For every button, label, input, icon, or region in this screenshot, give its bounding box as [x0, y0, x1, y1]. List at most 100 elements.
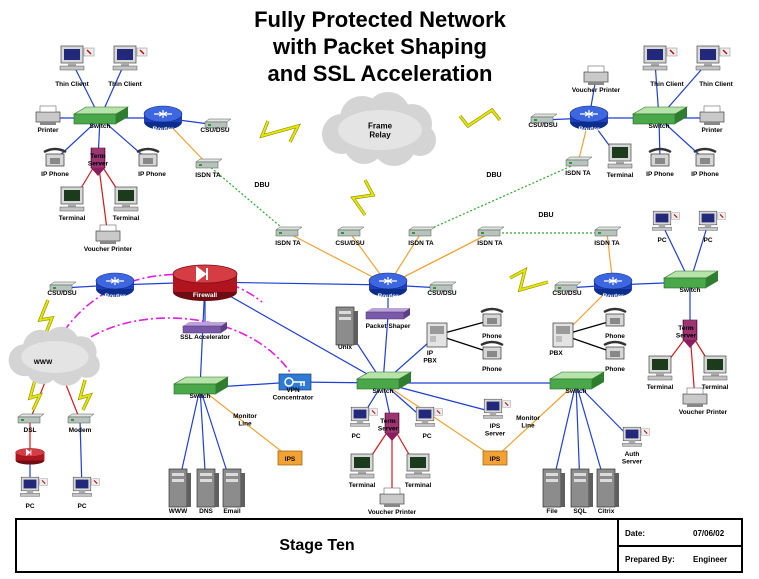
dbu-label: DBU	[486, 172, 501, 179]
node-isdn-m3[interactable]: ISDN TA	[477, 226, 505, 247]
node-label: IP	[427, 350, 434, 357]
node-vp-r[interactable]: Voucher Printer	[679, 387, 728, 416]
node-pc-r1[interactable]: PC	[652, 210, 680, 244]
node-ipphone2[interactable]: IP Phone	[136, 147, 166, 178]
node-phone-r1[interactable]: Phone	[603, 307, 627, 340]
node-sw-tl[interactable]: Switch	[72, 106, 130, 130]
node-ssl[interactable]: SSL Accelerator	[180, 322, 230, 341]
node-printer-tl[interactable]: Printer	[35, 105, 61, 134]
node-router-l[interactable]: Router	[95, 272, 135, 300]
node-router-c[interactable]: Router	[368, 272, 408, 300]
node-srv-dns[interactable]: DNS	[196, 468, 219, 515]
node-isdn-m1[interactable]: ISDN TA	[275, 226, 303, 247]
node-ipphone4[interactable]: IP Phone	[691, 147, 719, 178]
node-term2[interactable]: Terminal	[113, 186, 140, 222]
link-isdn_m1-router_c	[287, 232, 389, 286]
node-term-r2[interactable]: Terminal	[702, 355, 729, 391]
node-tc3[interactable]: Thin Client	[642, 45, 685, 88]
node-term-tr[interactable]: Terminal	[607, 143, 634, 179]
node-vp-tl[interactable]: Voucher Printer	[84, 224, 133, 253]
node-pc-c2[interactable]: PC	[415, 406, 443, 440]
node-unix[interactable]: Unix	[335, 306, 358, 351]
node-label: Voucher Printer	[368, 509, 417, 516]
node-sw-tr[interactable]: Switch	[631, 106, 689, 130]
node-label: Server	[622, 459, 643, 466]
node-srv-www[interactable]: WWW	[168, 468, 191, 515]
node-label: Switch	[90, 123, 111, 130]
node-label: ISDN TA	[565, 170, 591, 177]
node-phone-r2[interactable]: Phone	[603, 340, 627, 373]
node-pc-l2[interactable]: PC	[72, 476, 100, 510]
node-label: PC	[77, 503, 86, 510]
node-ipphone1[interactable]: IP Phone	[41, 147, 69, 178]
node-srv-sql[interactable]: SQL	[570, 468, 593, 515]
node-shaper[interactable]: Packet Shaper	[366, 308, 411, 330]
node-dsl[interactable]: DSL	[17, 413, 45, 434]
prepared-label: Prepared By:	[625, 555, 675, 564]
node-pc-l1[interactable]: PC	[20, 476, 48, 510]
node-printer-tr[interactable]: Printer	[699, 105, 725, 134]
node-ipphone3[interactable]: IP Phone	[646, 147, 674, 178]
node-firewall[interactable]: Firewall	[172, 264, 238, 301]
node-router-tl[interactable]: Router	[143, 105, 183, 133]
node-csu-c[interactable]: CSU/DSU	[427, 281, 457, 297]
node-term-r1[interactable]: Terminal	[647, 355, 674, 391]
node-term-c1[interactable]: Terminal	[349, 453, 376, 489]
node-modem[interactable]: Modem	[67, 413, 95, 434]
node-vp-tr[interactable]: Voucher Printer	[572, 65, 621, 94]
node-csu-tl[interactable]: CSU/DSU	[200, 118, 232, 134]
node-label: Terminal	[607, 172, 634, 179]
node-isdn-tr[interactable]: ISDN TA	[565, 156, 593, 177]
title-line-3: and SSL Acceleration	[267, 61, 493, 86]
node-label: Phone	[605, 366, 625, 373]
node-pc-c1[interactable]: PC	[350, 406, 378, 440]
node-tc2[interactable]: Thin Client	[108, 45, 148, 88]
node-srv-citrix[interactable]: Citrix	[596, 468, 619, 515]
node-ips-l[interactable]: IPS	[277, 450, 303, 466]
node-router-r[interactable]: Router	[593, 272, 633, 300]
node-tc4[interactable]: Thin Client	[695, 45, 734, 88]
node-phone-c2[interactable]: Phone	[480, 340, 504, 373]
node-pc-r2[interactable]: PC	[698, 210, 726, 244]
link-sw_tr-ipphone3	[658, 117, 661, 161]
node-tc1[interactable]: Thin Client	[55, 45, 95, 88]
node-sw-l[interactable]: Switch	[172, 376, 230, 400]
node-pbx[interactable]: PBX	[549, 322, 574, 357]
node-isdn-m4[interactable]: ISDN TA	[594, 226, 622, 247]
node-sw-c[interactable]: Switch	[355, 371, 413, 395]
node-srv-email[interactable]: Email	[222, 468, 245, 515]
node-csu-m[interactable]: CSU/DSU	[335, 226, 365, 247]
node-www[interactable]: WWW	[8, 326, 100, 386]
node-csu-c2[interactable]: CSU/DSU	[552, 281, 582, 297]
node-label: Concentrator	[273, 395, 314, 402]
node-ips-c[interactable]: IPS	[482, 450, 508, 466]
node-label: PC	[351, 433, 360, 440]
link-sw_c-ips_server	[382, 382, 494, 413]
node-srv-file[interactable]: File	[542, 468, 565, 515]
node-router-tr[interactable]: Router	[569, 105, 609, 133]
node-csu-l[interactable]: CSU/DSU	[47, 281, 77, 297]
node-sw-rc[interactable]: Switch	[548, 371, 606, 395]
node-term1[interactable]: Terminal	[59, 186, 86, 222]
node-label: Router	[579, 126, 600, 133]
node-fw-small[interactable]	[15, 448, 45, 465]
node-csu-tr[interactable]: CSU/DSU	[528, 113, 558, 129]
node-isdn-m2[interactable]: ISDN TA	[408, 226, 436, 247]
node-term-c2[interactable]: Terminal	[405, 453, 432, 489]
node-phone-c1[interactable]: Phone	[480, 307, 504, 340]
node-sw-r[interactable]: Switch	[662, 270, 720, 294]
node-isdn-tl[interactable]: ISDN TA	[195, 158, 223, 179]
node-vp-c[interactable]: Voucher Printer	[368, 487, 417, 516]
wan-bolt-0	[260, 120, 300, 143]
